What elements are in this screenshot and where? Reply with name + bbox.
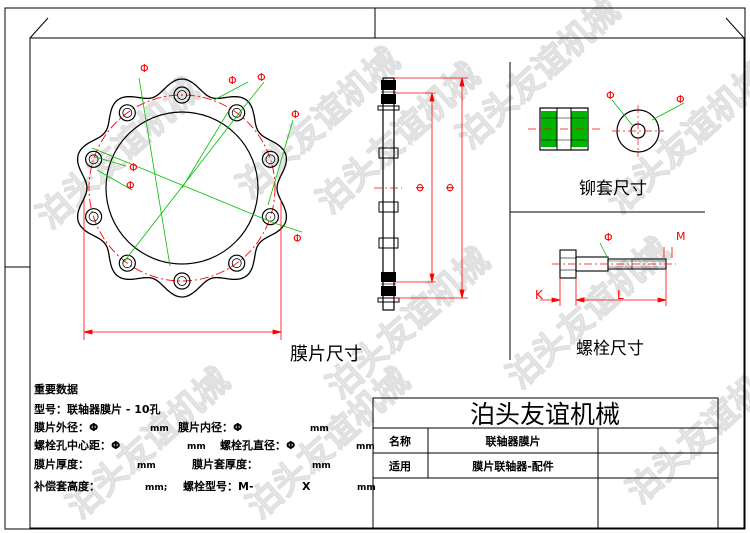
phi-label: Φ — [676, 93, 685, 106]
bolt-view: Φ K L M 螺栓尺寸 — [535, 230, 686, 359]
bolt-leader-lines — [599, 242, 609, 260]
bolt-hole — [173, 272, 191, 290]
watermark-text: 泊头友谊机械 — [499, 230, 677, 396]
view-dividers — [509, 62, 705, 360]
phi-label: Φ — [228, 74, 237, 87]
phi-label: Φ — [291, 108, 300, 121]
use-label: 适用 — [389, 459, 411, 473]
bolt-hole-inner — [88, 211, 99, 222]
phi-label: Φ — [140, 62, 149, 75]
membrane-phi-labels: Φ Φ Φ Φ Φ Φ Φ — [126, 62, 302, 245]
sleeve-pair-top — [381, 80, 396, 90]
bolt-l-label: L — [617, 288, 624, 302]
use-value: 膜片联轴器-配件 — [472, 459, 554, 473]
phi-label: Φ — [604, 231, 613, 244]
bolt-hole — [228, 254, 246, 272]
side-view-dimensions — [394, 77, 468, 299]
spec-bolt-circle: 螺栓孔中心距：Φ — [34, 438, 120, 452]
bolt-m-label: M — [676, 230, 686, 243]
name-value: 联轴器膜片 — [486, 434, 541, 448]
sleeve-pair-top — [377, 105, 400, 111]
membrane-leader-lines — [91, 77, 303, 267]
bolt-hole-inner — [177, 90, 187, 100]
membrane-side-view: Φ Φ — [374, 77, 468, 311]
phi-label: Φ — [293, 232, 302, 245]
spec-bolt-circle-unit: mm — [187, 442, 206, 452]
bolt-hole-inner — [122, 258, 133, 269]
bolt-hole-inner — [231, 107, 242, 118]
bolt-hole — [228, 104, 246, 122]
phi-label: Φ — [257, 71, 266, 84]
spec-bolt-x: X — [302, 480, 311, 493]
rivet-end-view — [612, 105, 664, 157]
title-block: 泊头友谊机械 名称 联轴器膜片 适用 膜片联轴器-配件 — [372, 397, 719, 529]
bolt-hole — [84, 208, 103, 226]
spec-heading: 重要数据 — [34, 382, 78, 396]
spec-bolt-model-unit: mm — [357, 483, 376, 493]
sleeve-pair-bottom — [381, 272, 396, 282]
sleeve-pair-top — [381, 94, 396, 104]
spec-bolt-hole: 螺栓孔直径：Φ — [220, 438, 295, 452]
rivet-section — [528, 107, 600, 151]
bolt-holes — [84, 86, 279, 290]
membrane-front-view — [76, 78, 288, 298]
side-sleeve — [378, 237, 399, 249]
bolt-hole-inner — [88, 154, 99, 165]
membrane-outline — [76, 78, 288, 298]
bolt-hole — [118, 254, 136, 272]
membrane-caption: 膜片尺寸 — [290, 344, 362, 365]
phi-label: Φ — [606, 89, 615, 102]
spec-thickness-unit: mm — [137, 461, 156, 471]
phi-label: Φ — [129, 161, 138, 174]
spec-outer-dia: 膜片外径：Φ — [34, 420, 98, 434]
spec-model: 型号：联轴器膜片 - 10孔 — [34, 402, 161, 416]
side-view-sleeves — [374, 80, 402, 303]
rivet-sleeve-view: Φ Φ 铆套尺寸 — [528, 89, 685, 199]
spec-outer-unit: mm — [150, 424, 169, 434]
bolt-circle-centerline — [88, 94, 276, 282]
membrane-dimensions — [83, 200, 282, 340]
watermark-text: 泊头友谊机械 — [29, 70, 207, 236]
spec-inner-unit: mm — [310, 424, 329, 434]
spec-comp-height: 补偿套高度： — [33, 479, 100, 493]
side-sleeve — [378, 147, 399, 159]
bolt-caption: 螺栓尺寸 — [576, 339, 644, 359]
spec-list: 重要数据 型号：联轴器膜片 - 10孔 膜片外径：Φ mm 膜片内径：Φ mm … — [33, 382, 376, 493]
bolt-hole-inner — [231, 258, 242, 269]
bolt-hole-inner — [177, 276, 187, 286]
phi-label: Φ — [414, 183, 427, 192]
bolt-hole — [173, 86, 191, 104]
bolt-hole — [261, 208, 279, 226]
phi-label: Φ — [444, 183, 457, 192]
sleeve-pair-bottom — [381, 286, 396, 296]
membrane-inner-circle — [105, 111, 259, 265]
name-label: 名称 — [389, 434, 411, 448]
spec-bolt-model: 螺栓型号：M- — [183, 479, 254, 493]
spec-thickness: 膜片厚度： — [34, 457, 89, 471]
sleeve-pair-bottom — [377, 297, 400, 303]
bolt-hole — [261, 150, 279, 168]
bolt-dimensions — [540, 247, 673, 306]
rivet-leader-lines — [611, 99, 685, 127]
company-name: 泊头友谊机械 — [470, 400, 620, 429]
bolt-k-label: K — [535, 288, 544, 302]
spec-inner-dia: 膜片内径：Φ — [178, 420, 242, 434]
bolt-hole-inner — [122, 107, 133, 118]
bolt-hole — [118, 104, 136, 122]
bolt-hole-inner — [265, 154, 276, 165]
spec-comp-height-unit: mm; — [145, 483, 167, 493]
spec-sleeve-thickness-unit: mm — [312, 461, 331, 471]
phi-label: Φ — [126, 179, 135, 192]
spec-bolt-hole-unit: mm — [356, 442, 375, 452]
spec-sleeve-thickness: 膜片套厚度： — [192, 457, 258, 471]
rivet-caption: 铆套尺寸 — [579, 179, 647, 199]
watermark-text: 泊头友谊机械 — [619, 345, 750, 511]
side-sleeve — [378, 201, 399, 213]
